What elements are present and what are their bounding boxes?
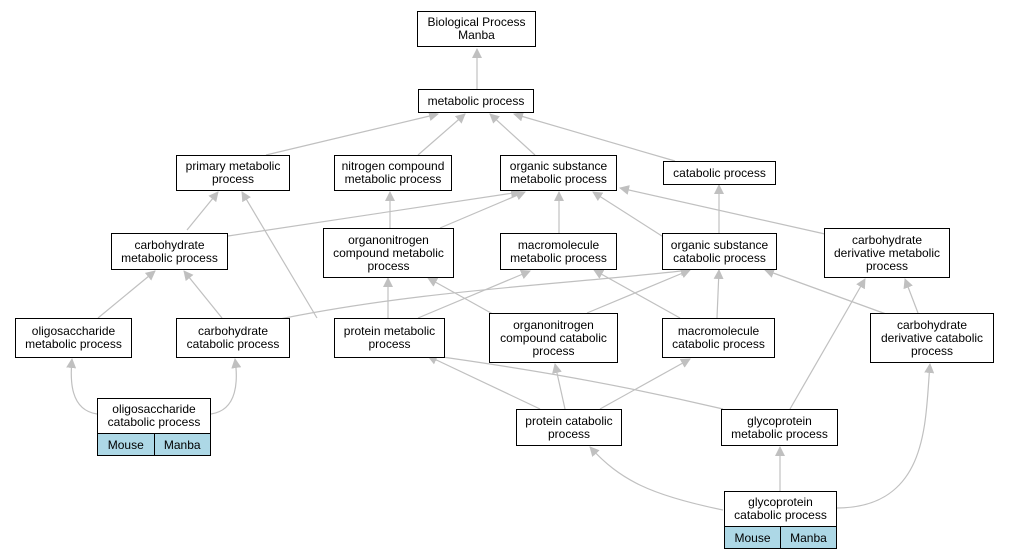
tag-manba[interactable]: Manba — [153, 434, 210, 455]
node-label: metabolic process — [427, 93, 525, 108]
edge-onmet-to-organicmet — [439, 190, 526, 229]
node-oligosaccharide-catabolic-process[interactable]: oligosaccharide catabolic process — [97, 398, 211, 434]
edge-oligocat-to-carbcat — [210, 358, 242, 415]
node-label: organic substance catabolic process — [670, 237, 769, 265]
edge-protcat-to-protmet — [427, 355, 541, 410]
node-label: carbohydrate catabolic process — [186, 324, 280, 351]
edge-oncat-to-orgcat — [586, 268, 691, 314]
annotation-tags-oligosaccharide: Mouse Manba — [97, 433, 211, 456]
node-glycoprotein-catabolic-process[interactable]: glycoprotein catabolic process — [724, 491, 837, 527]
node-label: oligosaccharide catabolic process — [107, 402, 201, 429]
node-label: carbohydrate metabolic process — [121, 237, 218, 265]
edge-protmet-to-macromet — [417, 269, 531, 319]
node-organonitrogen-compound-metabolic-process[interactable]: organonitrogen compound metabolic proces… — [323, 228, 454, 278]
edge-nitrogen-to-metabolic — [417, 113, 466, 156]
node-label: organonitrogen compound metabolic proces… — [333, 232, 444, 273]
node-label: oligosaccharide metabolic process — [25, 324, 122, 351]
edge-glycocat-to-protcat — [589, 446, 724, 511]
node-label: macromolecule metabolic process — [510, 237, 607, 265]
edge-macrocat-to-orgcat — [713, 269, 724, 319]
node-protein-catabolic-process[interactable]: protein catabolic process — [516, 409, 622, 446]
annotation-tags-glycoprotein: Mouse Manba — [724, 526, 837, 549]
edge-glycocat-to-derivcat — [835, 363, 935, 509]
node-metabolic-process[interactable]: metabolic process — [418, 89, 534, 113]
node-label: nitrogen compound metabolic process — [341, 159, 445, 186]
node-carbohydrate-derivative-catabolic-process[interactable]: carbohydrate derivative catabolic proces… — [870, 313, 994, 363]
edge-organicmet-to-metabolic — [489, 113, 536, 156]
node-carbohydrate-catabolic-process[interactable]: carbohydrate catabolic process — [176, 318, 290, 358]
node-label: primary metabolic process — [185, 159, 281, 186]
edge-glycomet-to-derivmet — [789, 278, 866, 410]
edge-protcat-to-oncat — [552, 363, 566, 410]
node-label: catabolic process — [673, 165, 766, 180]
edge-derivcat-to-derivmet — [903, 278, 919, 314]
edge-derivcat-to-orgcat — [764, 268, 887, 315]
edge-carbmet-to-primary — [186, 191, 219, 231]
edge-carbcat-to-orgcat — [274, 266, 691, 321]
edge-protcat-to-macrocat — [599, 358, 691, 410]
node-label: protein metabolic process — [343, 324, 436, 351]
node-macromolecule-catabolic-process[interactable]: macromolecule catabolic process — [662, 318, 775, 358]
tag-mouse[interactable]: Mouse — [98, 434, 154, 455]
node-label: glycoprotein catabolic process — [734, 495, 827, 522]
edge-carbcat-to-carbmet — [183, 270, 223, 319]
tag-mouse[interactable]: Mouse — [725, 527, 780, 548]
node-glycoprotein-metabolic-process[interactable]: glycoprotein metabolic process — [721, 409, 838, 446]
node-organic-substance-metabolic-process[interactable]: organic substance metabolic process — [500, 155, 617, 191]
node-nitrogen-compound-metabolic-process[interactable]: nitrogen compound metabolic process — [334, 155, 452, 191]
node-organonitrogen-compound-catabolic-process[interactable]: organonitrogen compound catabolic proces… — [489, 313, 618, 363]
node-organic-substance-catabolic-process[interactable]: organic substance catabolic process — [662, 233, 777, 270]
edge-deriv-to-organicmet — [619, 185, 826, 235]
node-label: glycoprotein metabolic process — [731, 413, 828, 441]
node-biological-process[interactable]: Biological Process Manba — [417, 11, 536, 47]
node-carbohydrate-derivative-metabolic-process[interactable]: carbohydrate derivative metabolic proces… — [824, 228, 950, 278]
node-carbohydrate-metabolic-process[interactable]: carbohydrate metabolic process — [111, 233, 228, 270]
node-label: carbohydrate derivative catabolic proces… — [880, 317, 984, 358]
node-oligosaccharide-metabolic-process[interactable]: oligosaccharide metabolic process — [15, 318, 132, 358]
edge-catabolic-to-metabolic — [513, 111, 676, 162]
node-protein-metabolic-process[interactable]: protein metabolic process — [334, 318, 445, 358]
node-label: protein catabolic process — [525, 413, 613, 441]
node-label: organic substance metabolic process — [509, 159, 608, 186]
edge-glycomet-to-protmet — [427, 351, 724, 410]
edge-oncat-to-onmet — [427, 277, 501, 319]
edge-orgcat-to-organicmet — [592, 191, 666, 239]
node-catabolic-process[interactable]: catabolic process — [663, 161, 776, 185]
edge-oligomet-to-carbmet — [97, 270, 156, 319]
edge-protmet-to-primary — [241, 191, 318, 319]
node-label: organonitrogen compound catabolic proces… — [500, 317, 607, 358]
edge-primary-to-metabolic — [265, 111, 439, 156]
node-label: Biological Process Manba — [427, 15, 526, 42]
edge-oligocat-to-oligomet — [66, 358, 98, 415]
node-label: carbohydrate derivative metabolic proces… — [833, 232, 941, 273]
node-macromolecule-metabolic-process[interactable]: macromolecule metabolic process — [500, 233, 617, 270]
edge-macrocat-to-macromet — [593, 269, 681, 319]
edge-carbmet-to-organicmet — [227, 188, 521, 237]
node-label: macromolecule catabolic process — [672, 324, 765, 351]
node-primary-metabolic-process[interactable]: primary metabolic process — [176, 155, 290, 191]
tag-manba[interactable]: Manba — [780, 527, 836, 548]
